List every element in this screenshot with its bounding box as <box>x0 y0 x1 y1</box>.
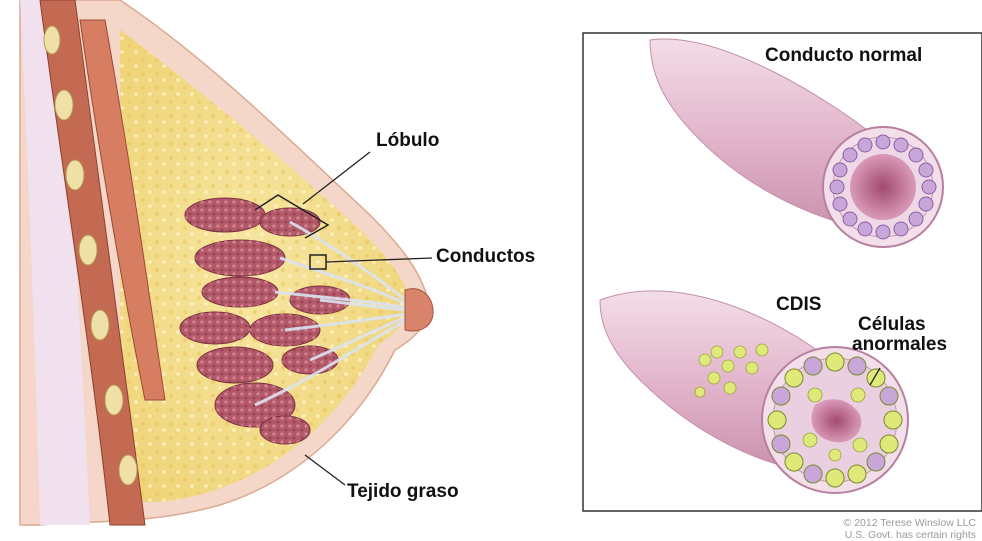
nipple <box>405 289 433 331</box>
copyright-line-2: U.S. Govt. has certain rights <box>844 529 976 541</box>
label-conducto-normal: Conducto normal <box>765 45 922 67</box>
label-celulas: Células <box>858 314 926 336</box>
label-lobulo: Lóbulo <box>376 130 439 152</box>
leader-tejido-graso <box>305 455 345 485</box>
label-tejido-graso: Tejido graso <box>347 481 459 503</box>
label-conductos: Conductos <box>436 246 535 268</box>
copyright-line-1: © 2012 Terese Winslow LLC <box>844 517 976 529</box>
duct-comparison-panel <box>583 33 982 511</box>
copyright: © 2012 Terese Winslow LLC U.S. Govt. has… <box>844 517 976 541</box>
label-cdis: CDIS <box>776 294 821 316</box>
breast-cross-section <box>20 0 433 525</box>
normal-duct-lumen <box>850 154 916 220</box>
label-anormales: anormales <box>852 334 947 356</box>
